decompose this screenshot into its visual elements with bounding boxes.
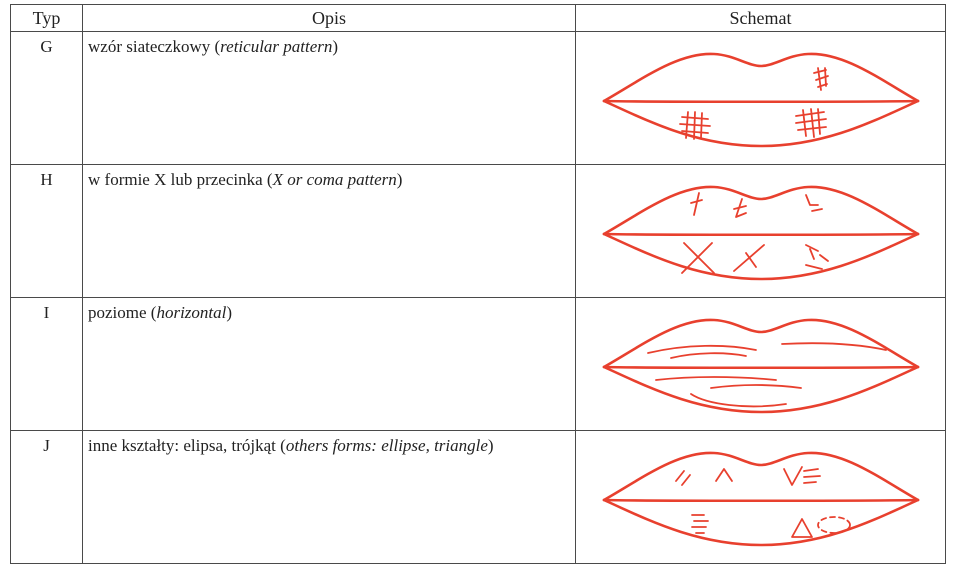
table-row: G wzór siateczkowy (reticular pattern) bbox=[10, 31, 946, 165]
description-polish: poziome ( bbox=[88, 303, 157, 322]
table-row: I poziome (horizontal) bbox=[10, 297, 946, 431]
type-cell: G bbox=[10, 31, 83, 165]
header-type: Typ bbox=[10, 4, 83, 32]
description-close: ) bbox=[226, 303, 233, 322]
description-cell: w formie X lub przecinka (X or coma patt… bbox=[82, 164, 576, 298]
header-description: Opis bbox=[82, 4, 576, 32]
lip-print-types-table: Typ Opis Schemat G wzór siateczkowy (ret… bbox=[10, 4, 946, 564]
description-polish: wzór siateczkowy ( bbox=[88, 37, 221, 56]
description-close: ) bbox=[396, 170, 403, 189]
schema-cell bbox=[575, 164, 946, 298]
description-english: horizontal bbox=[156, 303, 227, 322]
description-close: ) bbox=[332, 37, 339, 56]
table-row: J inne kształty: elipsa, trójkąt (others… bbox=[10, 430, 946, 564]
header-schema: Schemat bbox=[575, 4, 946, 32]
table-header-row: Typ Opis Schemat bbox=[10, 4, 946, 32]
type-cell: J bbox=[10, 430, 83, 564]
lips-x-coma-pattern-icon bbox=[602, 185, 919, 281]
description-cell: wzór siateczkowy (reticular pattern) bbox=[82, 31, 576, 165]
schema-cell bbox=[575, 31, 946, 165]
description-cell: poziome (horizontal) bbox=[82, 297, 576, 431]
schema-cell bbox=[575, 297, 946, 431]
lips-other-forms-icon bbox=[602, 451, 919, 547]
description-english: others forms: ellipse, triangle bbox=[285, 436, 488, 455]
lips-reticular-pattern-icon bbox=[602, 52, 919, 148]
description-polish: inne kształty: elipsa, trójkąt ( bbox=[88, 436, 286, 455]
lips-horizontal-pattern-icon bbox=[602, 318, 919, 414]
description-english: reticular pattern bbox=[220, 37, 333, 56]
table-row: H w formie X lub przecinka (X or coma pa… bbox=[10, 164, 946, 298]
type-cell: H bbox=[10, 164, 83, 298]
description-close: ) bbox=[487, 436, 494, 455]
type-cell: I bbox=[10, 297, 83, 431]
description-polish: w formie X lub przecinka ( bbox=[88, 170, 273, 189]
description-english: X or coma pattern bbox=[272, 170, 397, 189]
